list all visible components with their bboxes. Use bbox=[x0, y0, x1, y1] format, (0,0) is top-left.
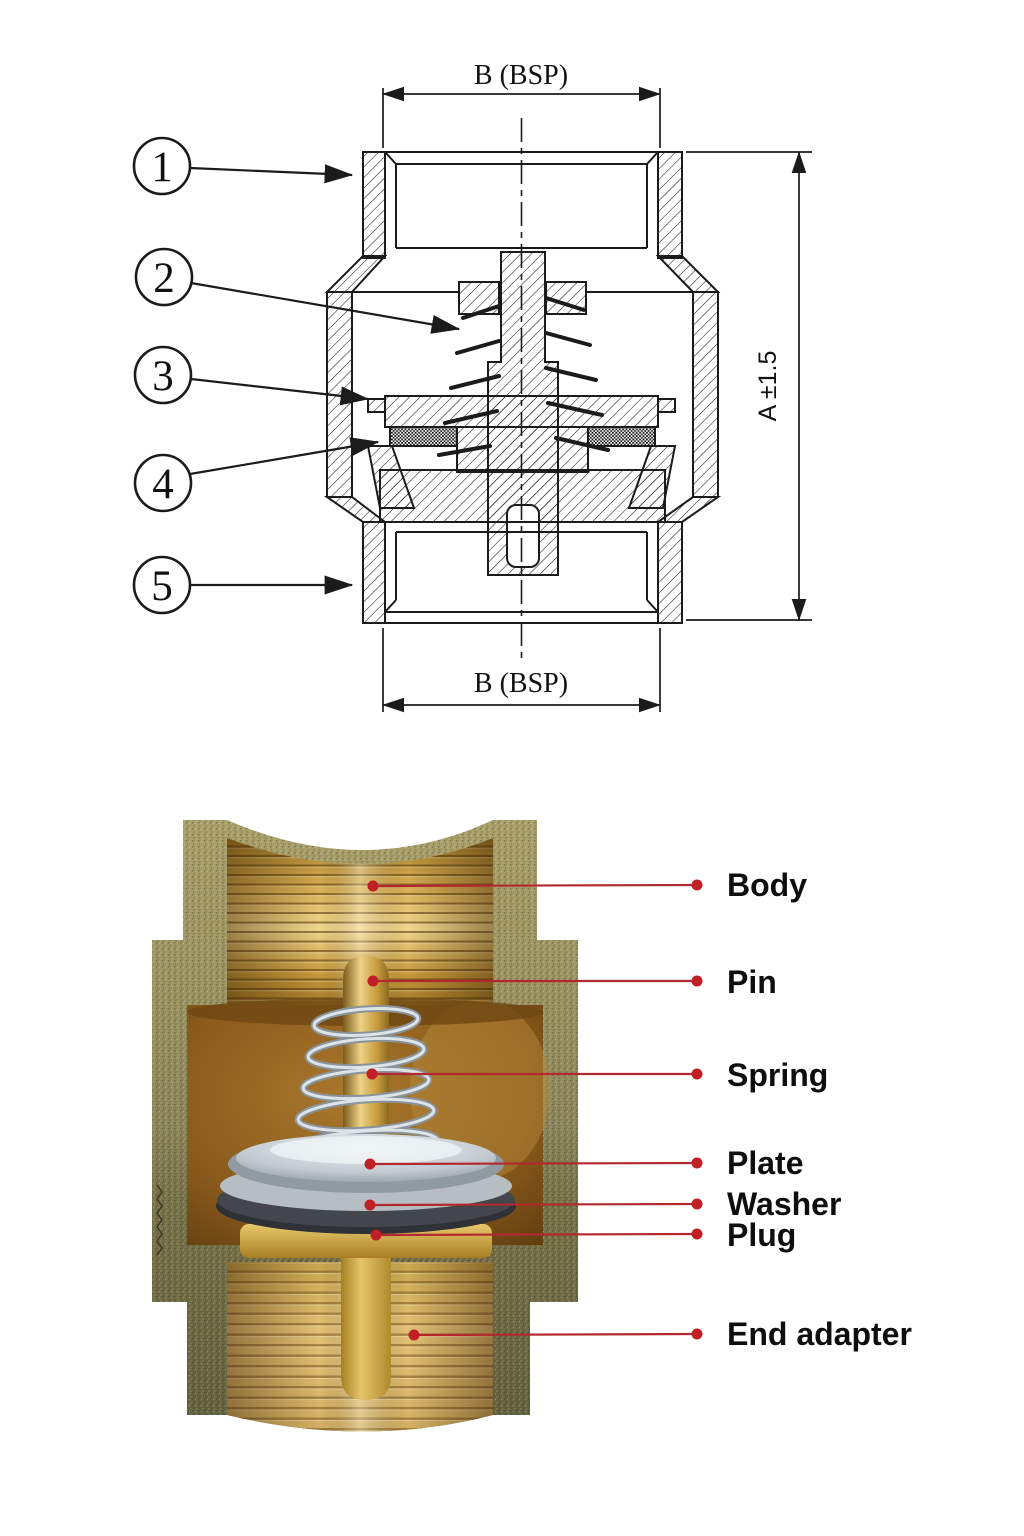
callout-3: 3 bbox=[152, 353, 174, 400]
dim-height-label: A ±1.5 bbox=[754, 351, 782, 422]
part-labels: Body Pin Spring Plate Washer Plug End ad… bbox=[727, 867, 912, 1352]
label-body: Body bbox=[727, 867, 807, 903]
callout-numbers: 1 2 3 4 5 bbox=[151, 144, 175, 610]
dim-top-label: B (BSP) bbox=[474, 60, 568, 91]
callout-4: 4 bbox=[152, 461, 174, 508]
label-plug: Plug bbox=[727, 1217, 796, 1253]
plate bbox=[220, 1134, 512, 1211]
callout-1: 1 bbox=[151, 144, 173, 191]
plug-stem bbox=[341, 1252, 391, 1400]
label-plate: Plate bbox=[727, 1145, 803, 1181]
dimension-lines bbox=[382, 86, 812, 713]
label-end-adapter: End adapter bbox=[727, 1316, 912, 1352]
label-washer: Washer bbox=[727, 1186, 841, 1222]
callout-leaders bbox=[189, 164, 461, 595]
callout-5: 5 bbox=[151, 563, 173, 610]
label-pin: Pin bbox=[727, 964, 777, 1000]
spring-section bbox=[437, 296, 610, 457]
leader-lines bbox=[369, 883, 698, 1337]
washer-sections bbox=[389, 426, 656, 447]
cutaway-render: Body Pin Spring Plate Washer Plug End ad… bbox=[152, 820, 912, 1432]
callout-2: 2 bbox=[153, 255, 175, 302]
callout-circles bbox=[132, 136, 194, 615]
top-threads bbox=[227, 838, 493, 1012]
cross-section-drawing: B (BSP) B (BSP) A ±1.5 1 2 3 bbox=[132, 60, 812, 713]
callouts: 1 2 3 4 5 bbox=[132, 136, 461, 615]
flange-thread-marks bbox=[156, 1184, 163, 1256]
label-spring: Spring bbox=[727, 1057, 828, 1093]
stem-slot bbox=[506, 504, 540, 568]
plug-bar bbox=[240, 1224, 492, 1258]
leader-dots bbox=[364, 879, 703, 1341]
dim-bottom-label: B (BSP) bbox=[474, 668, 568, 699]
